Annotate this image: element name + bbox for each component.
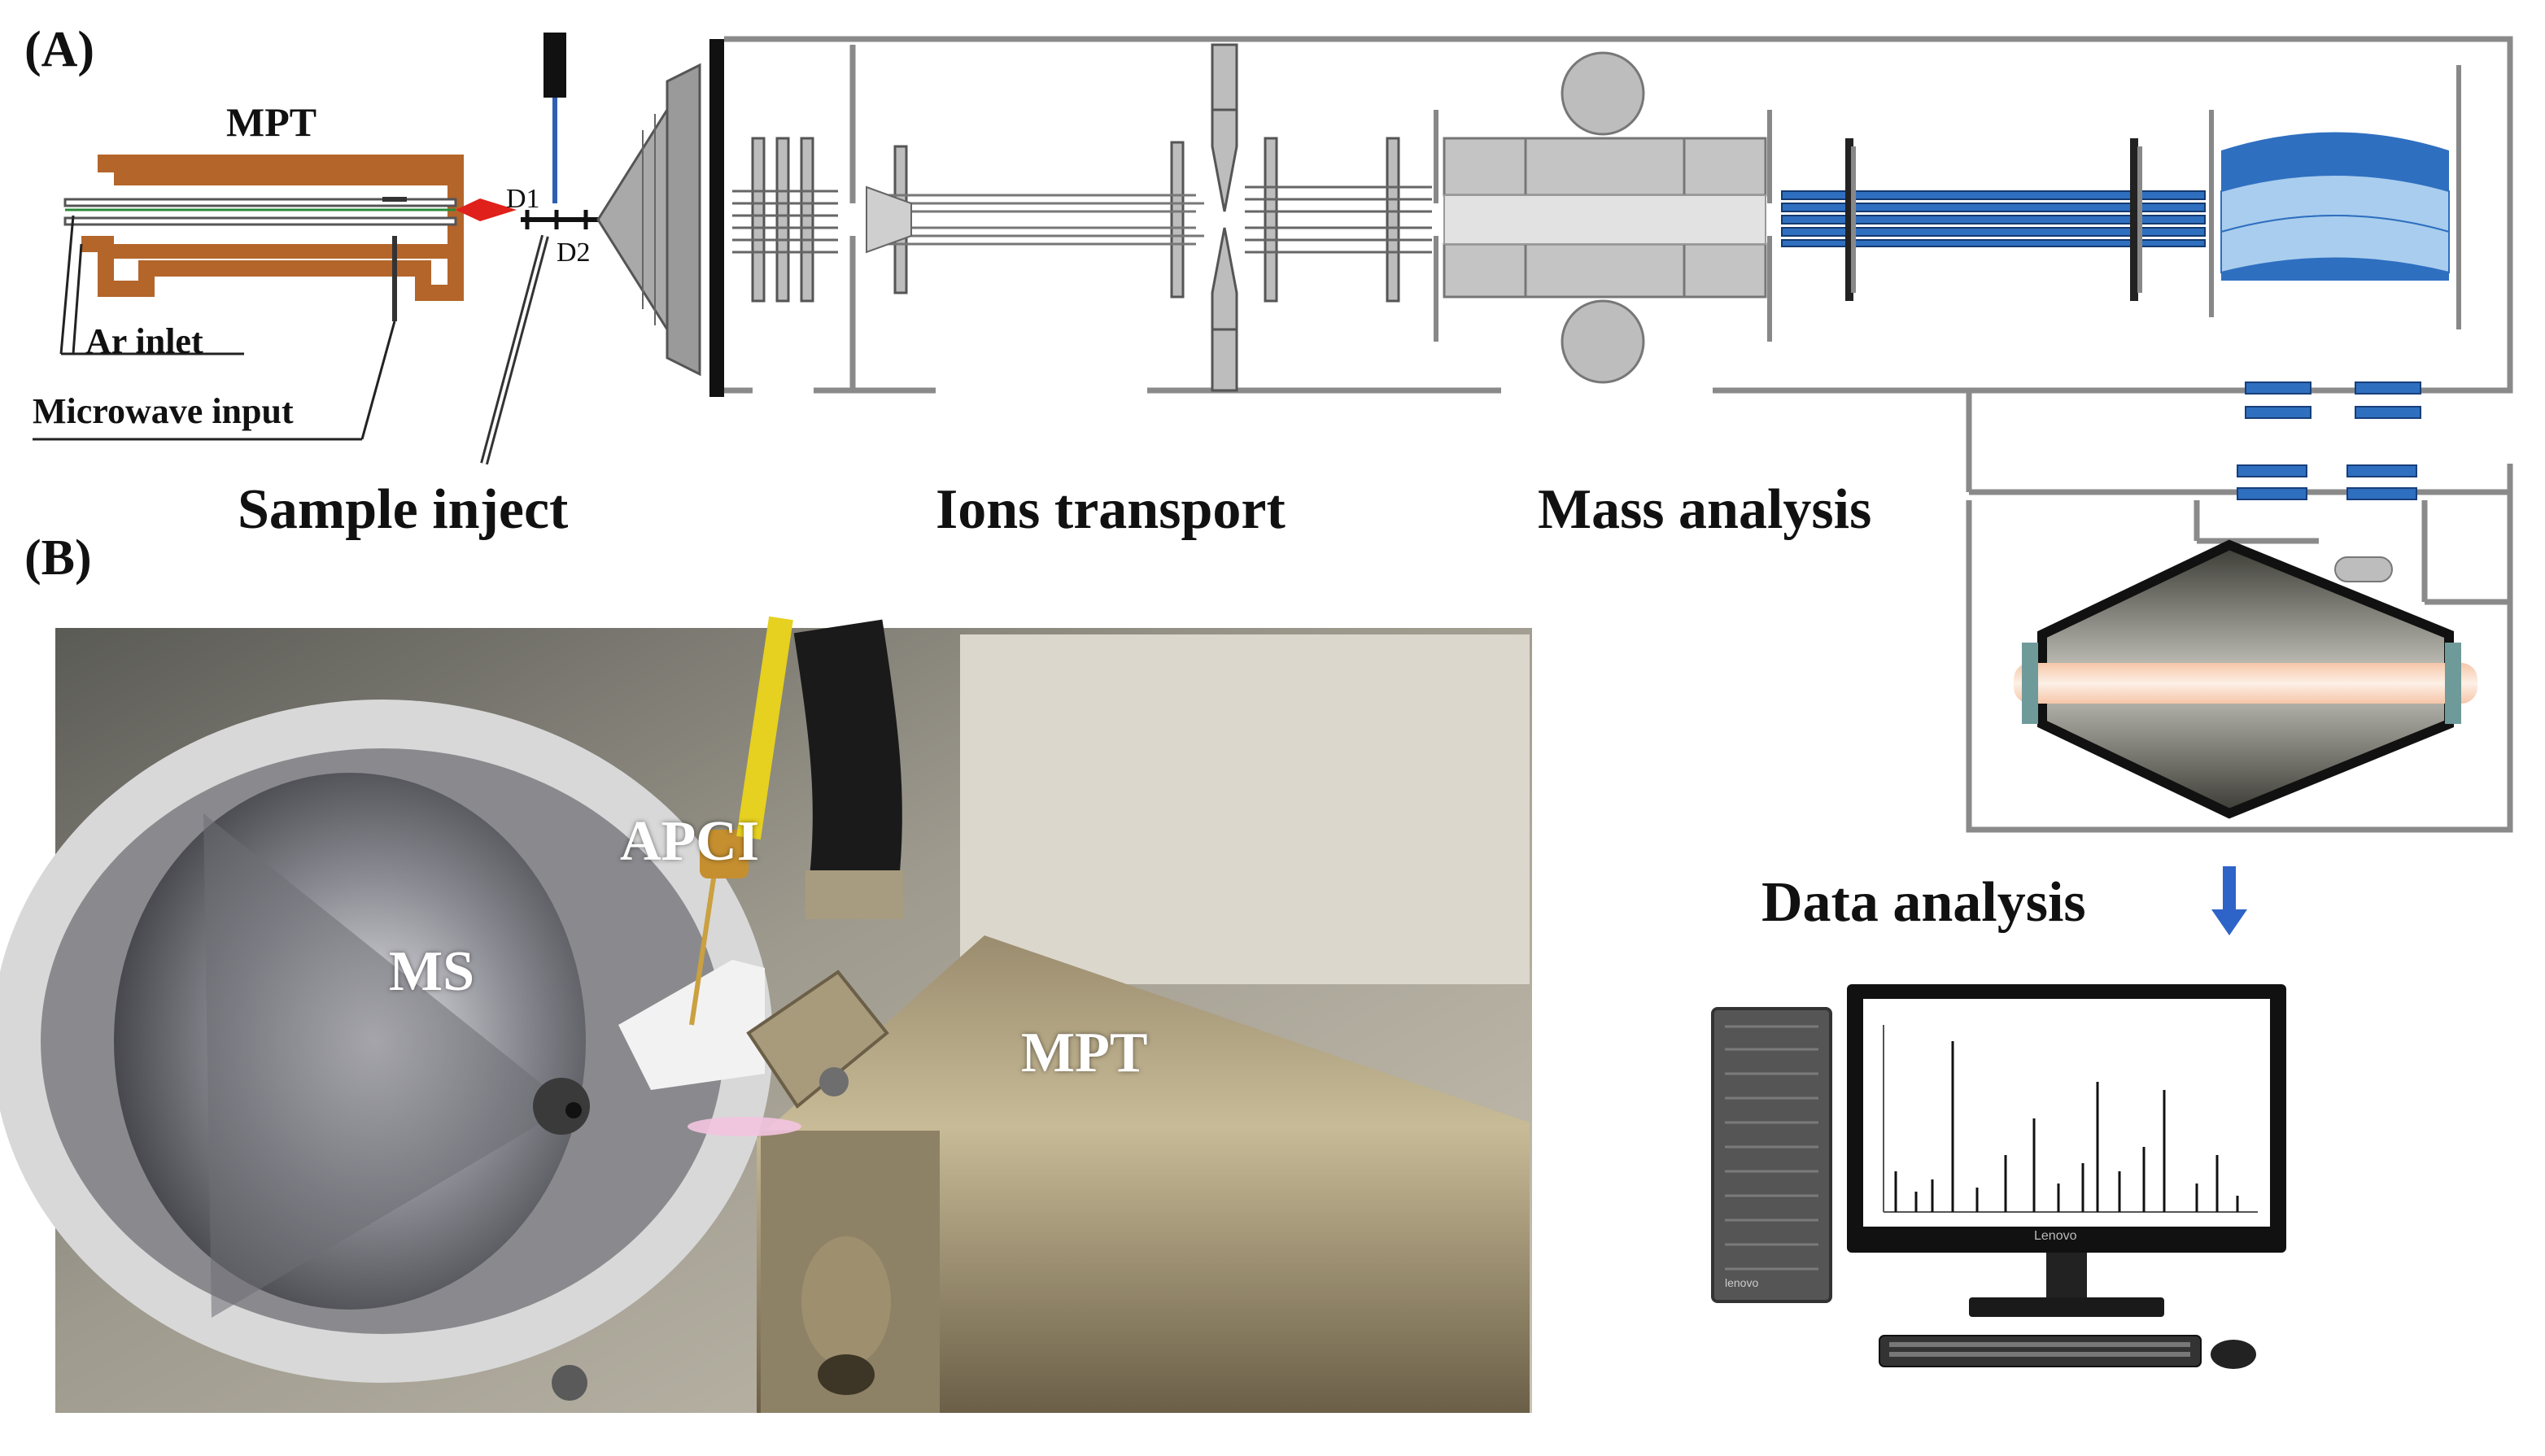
blue-quadrupole <box>1781 65 2461 329</box>
microwave-input-label: Microwave input <box>33 391 294 431</box>
photo-ms-label: MS <box>389 940 474 1003</box>
mass-filter <box>1443 51 1772 384</box>
ar-inlet-label: Ar inlet <box>85 321 203 361</box>
data-analysis-label: Data analysis <box>1761 871 2086 934</box>
mpt-leader-lines <box>33 215 396 441</box>
photo-mpt-label: MPT <box>1021 1022 1148 1084</box>
transfer-lenses <box>2237 381 2421 500</box>
panel-b-label: (B) <box>24 530 92 586</box>
vacuum-housing <box>724 36 2513 833</box>
mpt-torch-schematic <box>63 155 517 321</box>
computer-illustration <box>1711 984 2286 1369</box>
d1-label: D1 <box>506 184 540 214</box>
sample-inject-assembly <box>480 33 598 465</box>
monitor-brand: Lenovo <box>2034 1229 2077 1243</box>
orbitrap-analyzer <box>2014 539 2477 819</box>
ms-inlet-cone <box>596 39 724 397</box>
mass-analysis-label: Mass analysis <box>1538 478 1872 541</box>
mpt-title: MPT <box>226 99 317 145</box>
ion-injector <box>2334 556 2393 582</box>
d2-label: D2 <box>557 238 591 268</box>
spectrum-on-screen <box>1883 1025 2258 1213</box>
ions-transport-label: Ions transport <box>936 478 1286 541</box>
photo-apci-label: APCI <box>620 810 760 873</box>
sample-inject-label: Sample inject <box>238 478 569 541</box>
panel-a-label: (A) <box>24 22 95 77</box>
tower-brand: lenovo <box>1725 1276 1759 1289</box>
ion-transport-optics <box>732 43 1438 392</box>
panel-b-photo <box>0 616 1532 1413</box>
down-arrow <box>2211 866 2247 935</box>
